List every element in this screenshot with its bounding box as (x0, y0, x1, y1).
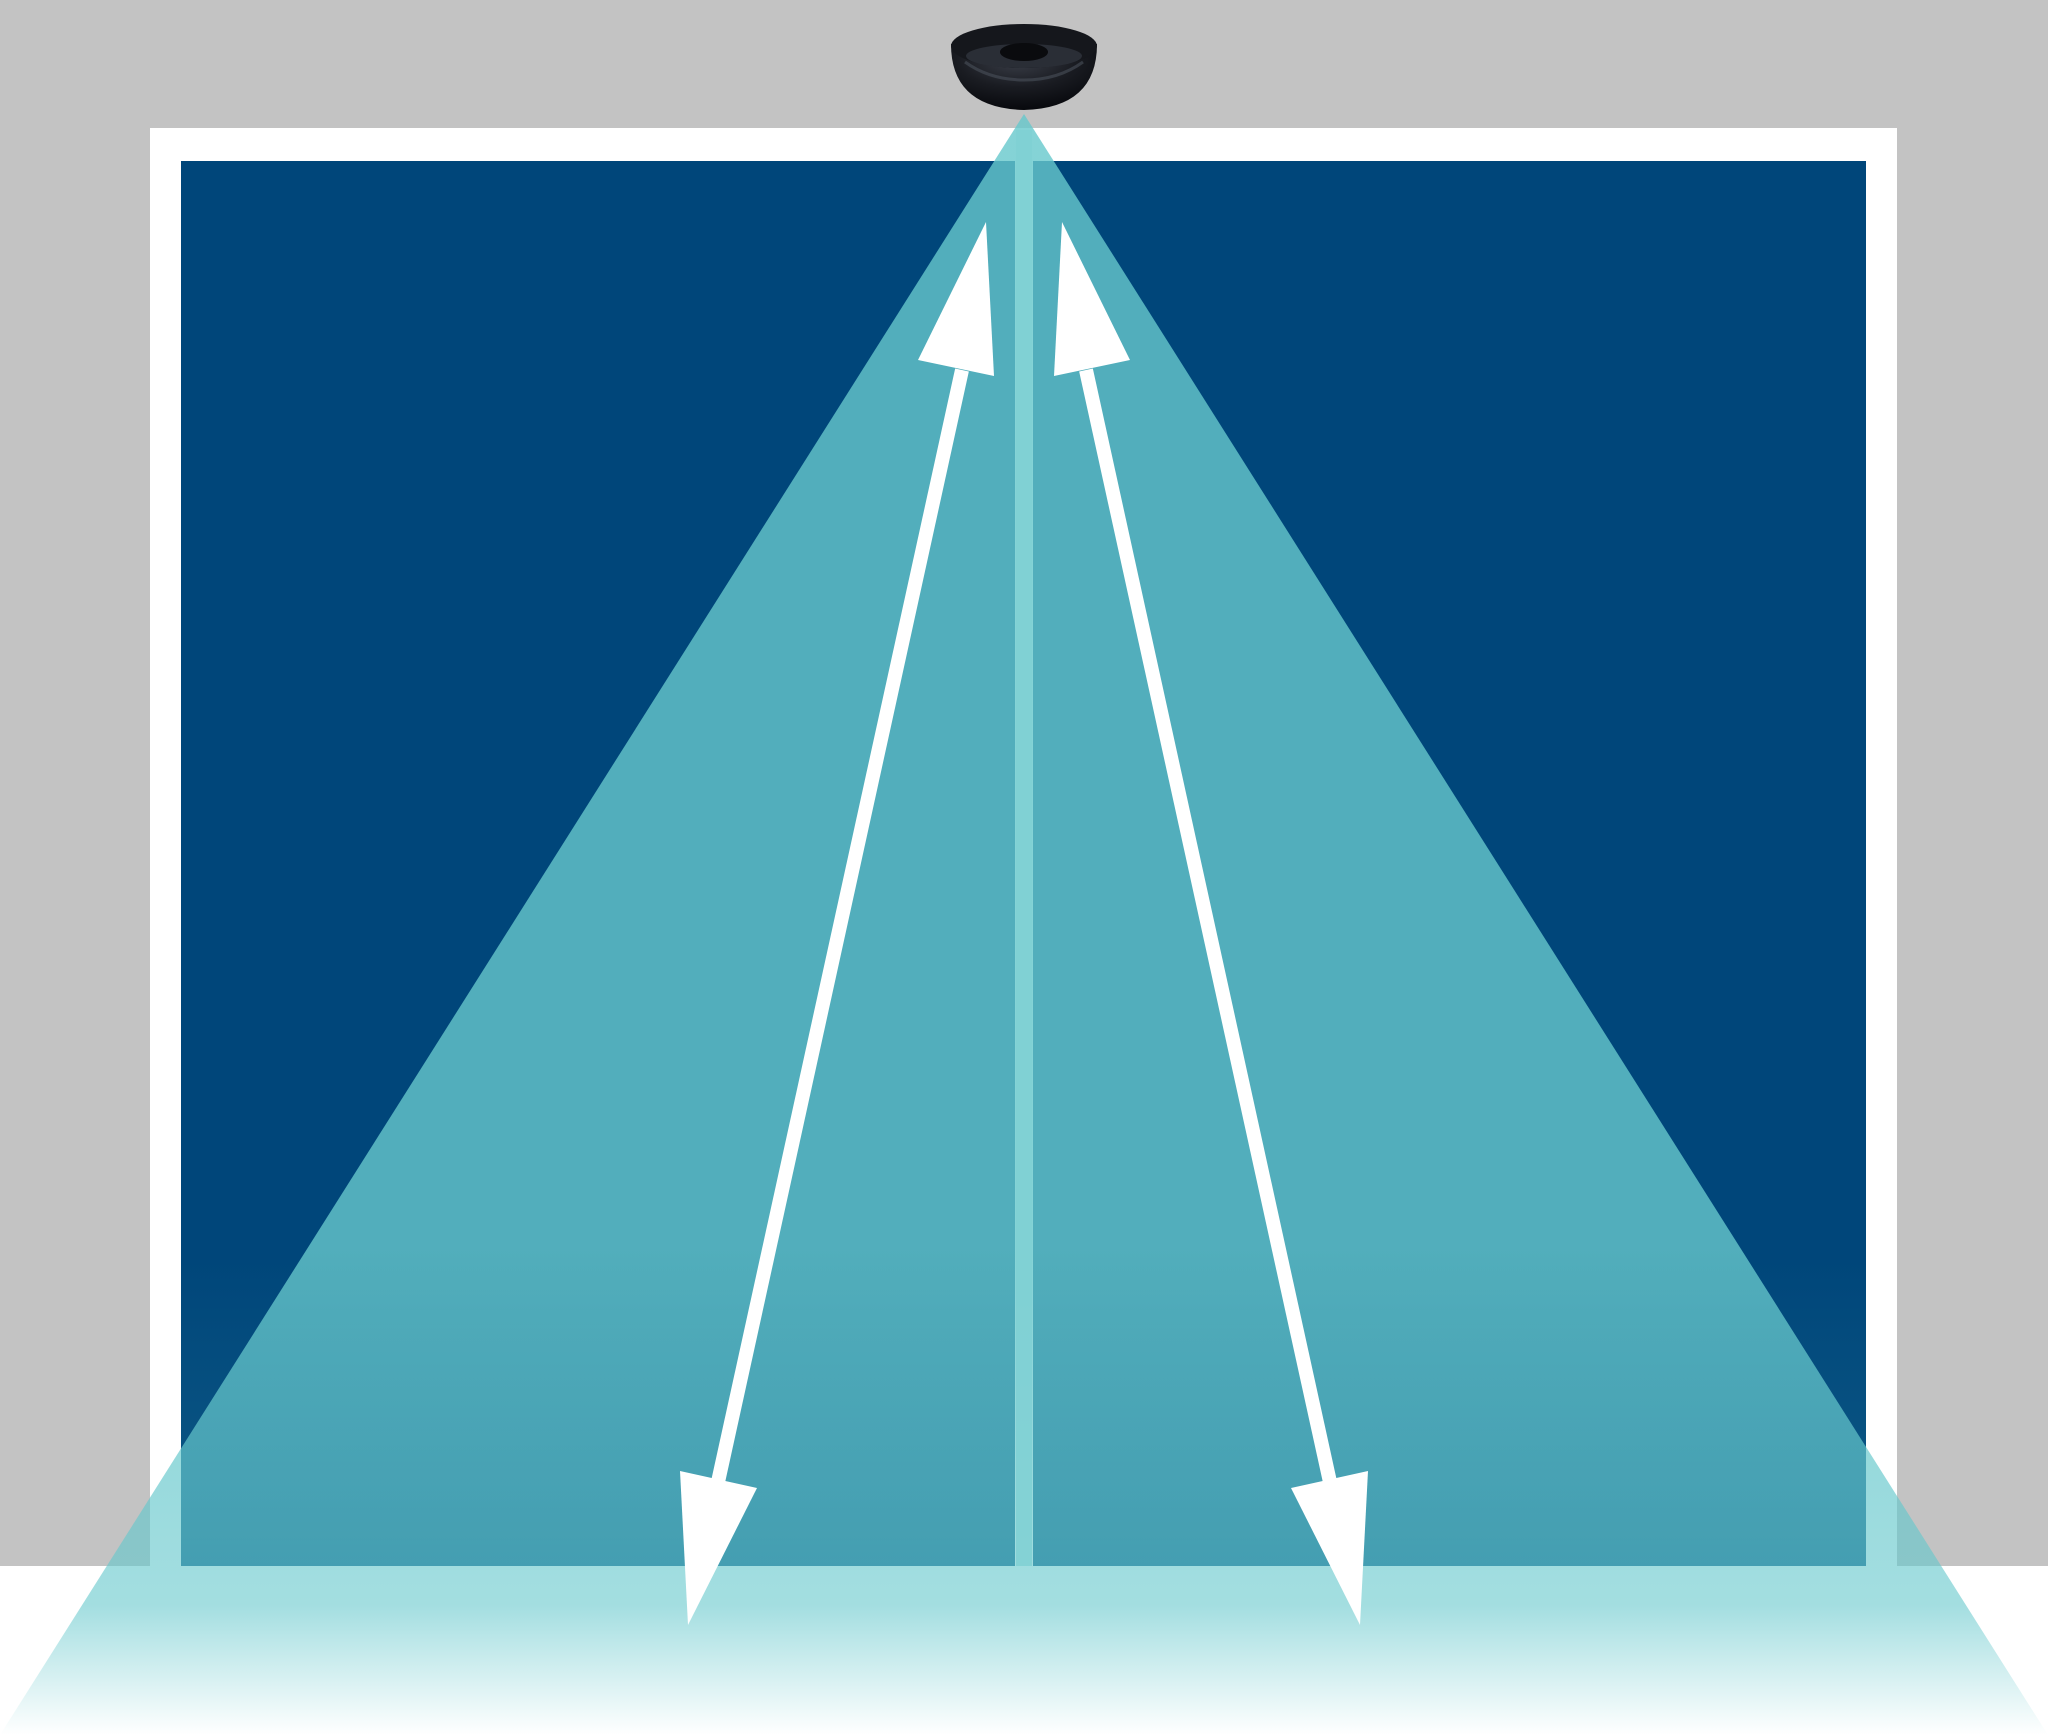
right-arrow-shaft (1079, 368, 1337, 1484)
left-arrow-head-up (918, 222, 994, 376)
left-bidirectional-arrow (680, 222, 994, 1625)
motion-sensor-icon (951, 24, 1097, 110)
right-arrow-head-up (1054, 222, 1130, 376)
left-arrow-head-down (680, 1471, 757, 1625)
right-bidirectional-arrow (1054, 222, 1368, 1625)
left-arrow-shaft (711, 368, 969, 1484)
right-arrow-head-down (1291, 1471, 1368, 1625)
